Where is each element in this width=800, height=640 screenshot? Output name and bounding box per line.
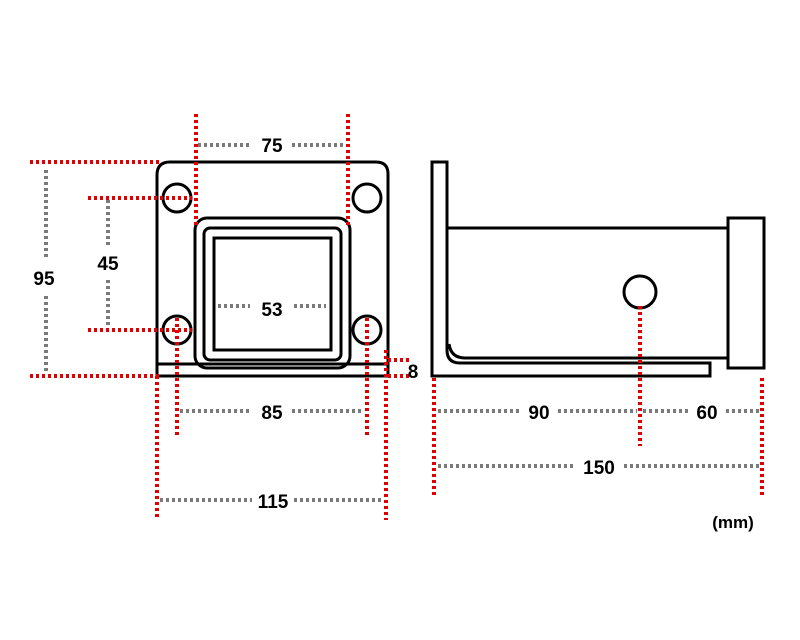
dimension-labels: 75 95 45 53 8 85 115 90 60 150 (mm) xyxy=(33,136,753,532)
label-unit: (mm) xyxy=(712,513,754,532)
hole-top-right xyxy=(351,182,383,214)
side-tube-outline xyxy=(447,226,730,360)
tube-outer xyxy=(193,216,352,370)
side-view xyxy=(430,160,766,378)
label-side-length-b: 60 xyxy=(696,403,717,424)
end-cap xyxy=(726,216,766,370)
extension-lines xyxy=(30,114,764,520)
front-view xyxy=(155,160,390,378)
side-bracket-outline xyxy=(430,160,712,378)
tube-middle xyxy=(202,226,343,362)
label-side-length-a: 90 xyxy=(528,403,549,424)
label-tube-size: 53 xyxy=(261,300,282,321)
label-vertical-hole-spacing: 45 xyxy=(97,254,119,275)
label-lower-hole-spacing: 85 xyxy=(261,403,283,424)
dimension-lines xyxy=(44,143,759,502)
side-hole xyxy=(622,274,658,310)
label-total-length: 150 xyxy=(583,458,615,479)
label-thickness: 8 xyxy=(408,362,419,383)
tube-inner xyxy=(212,236,333,352)
label-top-hole-spacing: 75 xyxy=(261,136,283,157)
label-width: 115 xyxy=(258,492,289,513)
label-height: 95 xyxy=(33,269,55,290)
